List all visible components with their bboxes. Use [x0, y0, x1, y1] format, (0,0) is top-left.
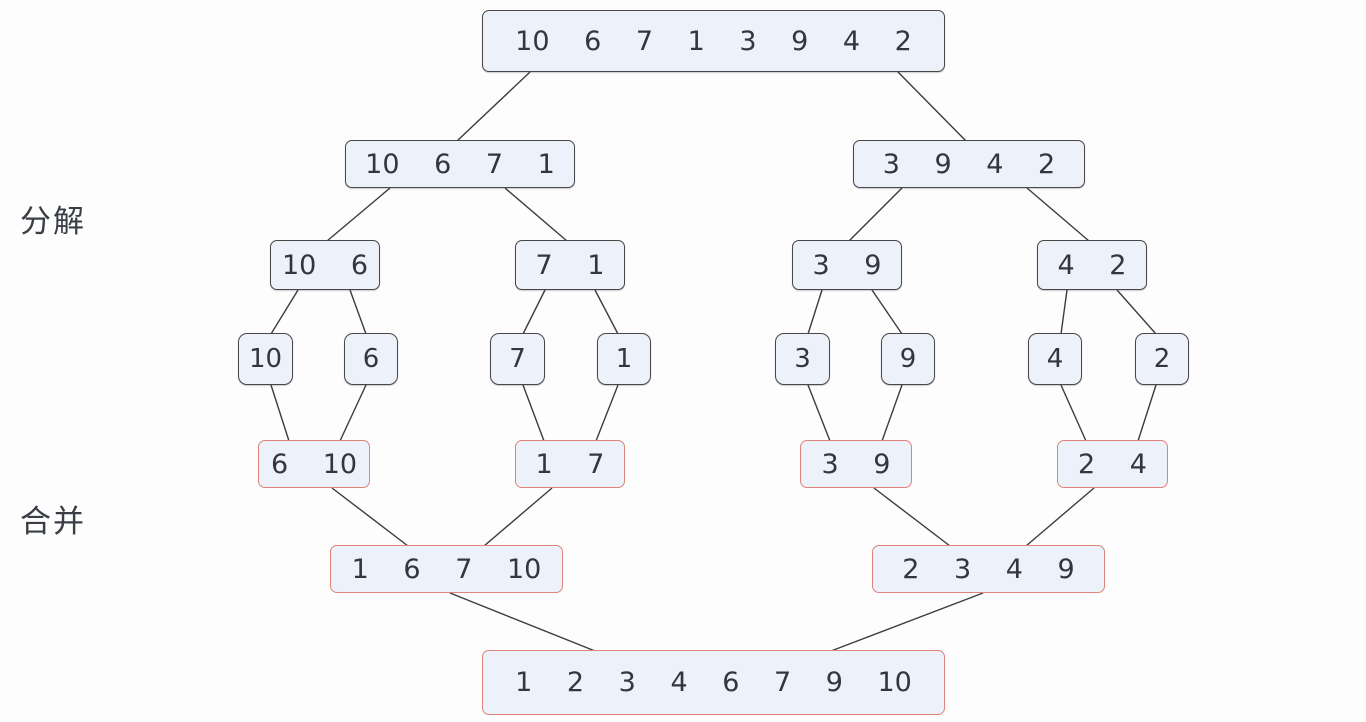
node-split-10-6: 10 6 — [270, 240, 380, 290]
node-single-7: 7 — [490, 333, 545, 385]
node-merge-right-4: 2 3 4 9 — [872, 545, 1105, 593]
node-split-7-1: 7 1 — [515, 240, 625, 290]
node-single-9: 9 — [881, 333, 935, 385]
node-merge-left-4: 1 6 7 10 — [330, 545, 563, 593]
node-root: 10 6 7 1 3 9 4 2 — [482, 10, 945, 72]
node-merge-6-10: 6 10 — [258, 440, 370, 488]
node-split-3-9: 3 9 — [792, 240, 902, 290]
node-merge-3-9: 3 9 — [800, 440, 912, 488]
node-single-1: 1 — [597, 333, 651, 385]
node-single-6: 6 — [344, 333, 398, 385]
node-split-4-2: 4 2 — [1037, 240, 1147, 290]
node-merge-root: 1 2 3 4 6 7 9 10 — [482, 650, 945, 715]
phase-label-merge: 合并 — [20, 504, 86, 540]
node-split-right-4: 3 9 4 2 — [853, 140, 1085, 188]
node-single-4: 4 — [1028, 333, 1082, 385]
node-single-2: 2 — [1135, 333, 1189, 385]
node-merge-2-4: 2 4 — [1057, 440, 1168, 488]
node-split-left-4: 10 6 7 1 — [345, 140, 575, 188]
node-single-10: 10 — [238, 333, 293, 385]
node-merge-1-7: 1 7 — [515, 440, 625, 488]
node-single-3: 3 — [775, 333, 830, 385]
phase-label-decompose: 分解 — [20, 204, 86, 240]
